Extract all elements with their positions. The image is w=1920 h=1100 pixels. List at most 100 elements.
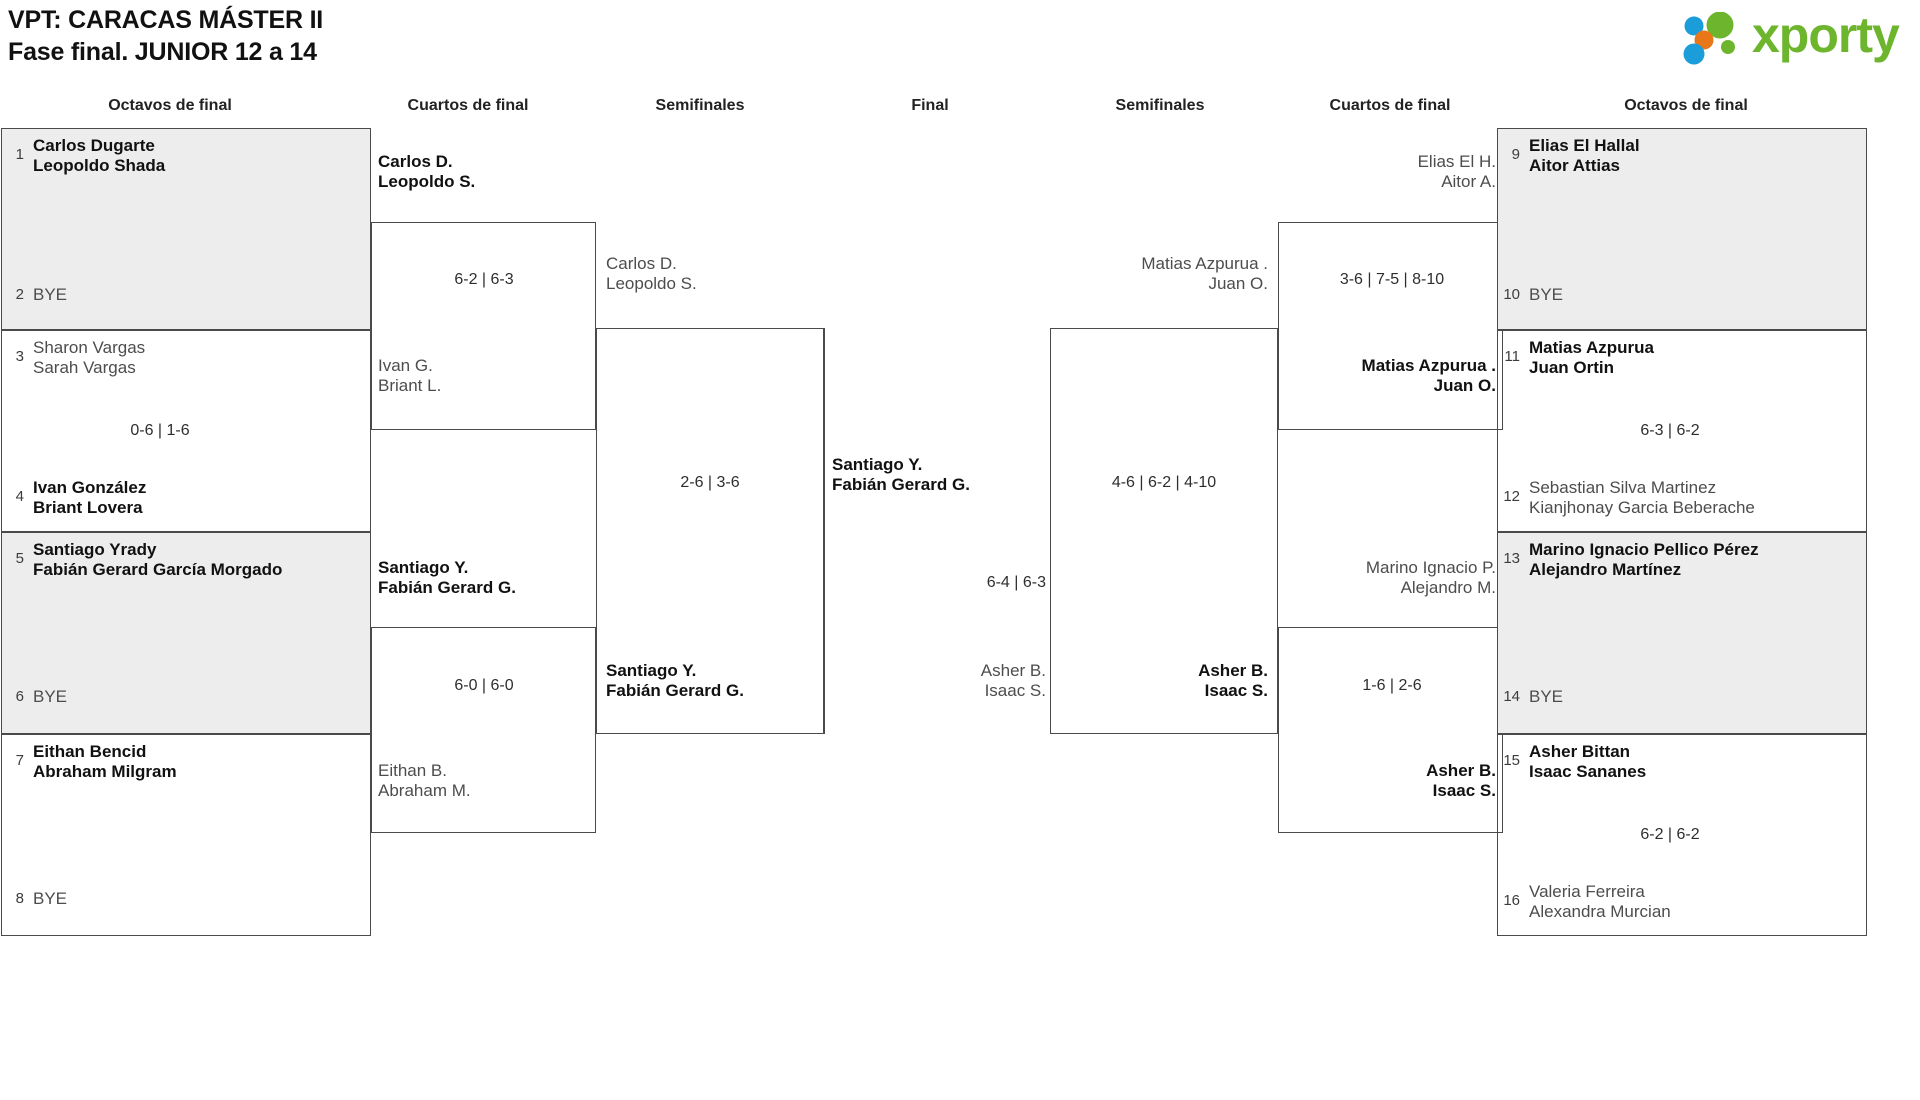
- semis-entry-left-2[interactable]: Santiago Y. Fabián Gerard G.: [606, 661, 744, 700]
- cuartos-entry-left-4[interactable]: Eithan B. Abraham M.: [378, 761, 471, 800]
- octavos-box-3-4[interactable]: [1, 330, 371, 532]
- xporty-logo[interactable]: xporty: [1680, 7, 1910, 68]
- tournament-title: VPT: CARACAS MÁSTER II: [8, 6, 324, 34]
- player-name: Isaac S.: [984, 680, 1046, 700]
- seed-number: 3: [15, 348, 24, 365]
- octavos-entry-1[interactable]: 1 Carlos Dugarte Leopoldo Shada: [5, 136, 166, 175]
- octavos-box-5-6[interactable]: [1, 532, 371, 734]
- octavos-entry-11[interactable]: 11 Matias Azpurua Juan Ortin: [1501, 338, 1654, 377]
- seed-number: 16: [1503, 892, 1520, 909]
- column-header-final: Final: [911, 97, 949, 114]
- semis-entry-right-2[interactable]: Asher B. Isaac S.: [1060, 661, 1268, 700]
- semis-score-right: 4-6 | 6-2 | 4-10: [1111, 474, 1217, 491]
- octavos-entry-12[interactable]: 12 Sebastian Silva Martinez Kianjhonay G…: [1501, 478, 1755, 517]
- cuartos-score-left-top: 6-2 | 6-3: [454, 271, 514, 288]
- cuartos-box-left-bottom[interactable]: [371, 627, 596, 833]
- seed-number: 4: [15, 488, 24, 505]
- octavos-entry-9[interactable]: 9 Elias El Hallal Aitor Attias: [1501, 136, 1640, 175]
- player-name: Abraham Milgram: [33, 761, 177, 781]
- octavos-entry-8[interactable]: 8 BYE: [5, 889, 67, 909]
- player-name: Santiago Y.: [378, 558, 469, 577]
- player-name: Santiago Y.: [606, 661, 697, 680]
- player-name: Matias Azpurua .: [1361, 356, 1496, 375]
- cuartos-box-right-top[interactable]: [1278, 222, 1503, 430]
- octavos-box-13-14[interactable]: [1497, 532, 1867, 734]
- player-name: Alexandra Murcian: [1529, 901, 1671, 921]
- octavos-entry-7[interactable]: 7 Eithan Bencid Abraham Milgram: [5, 742, 177, 781]
- player-name: Sebastian Silva Martinez: [1529, 478, 1717, 497]
- player-name: Carlos D.: [606, 254, 677, 273]
- player-name: Alejandro Martínez: [1529, 559, 1682, 579]
- octavos-entry-5[interactable]: 5 Santiago Yrady Fabián Gerard García Mo…: [5, 540, 283, 579]
- player-name: Valeria Ferreira: [1529, 882, 1645, 901]
- cuartos-entry-right-1[interactable]: Elias El H. Aitor A.: [1288, 152, 1496, 191]
- player-name: Leopoldo Shada: [33, 155, 166, 175]
- octavos-entry-15[interactable]: 15 Asher Bittan Isaac Sananes: [1501, 742, 1646, 781]
- octavos-entry-3[interactable]: 3 Sharon Vargas Sarah Vargas: [5, 338, 146, 377]
- octavos-entry-4[interactable]: 4 Ivan González Briant Lovera: [5, 478, 147, 517]
- player-name: Asher B.: [1426, 761, 1496, 780]
- player-name: Fabián Gerard G.: [606, 680, 744, 700]
- player-name: Elias El Hallal: [1529, 136, 1640, 155]
- player-name: Abraham M.: [378, 780, 471, 800]
- octavos-entry-13[interactable]: 13 Marino Ignacio Pellico Pérez Alejandr…: [1501, 540, 1758, 579]
- player-name: Sarah Vargas: [33, 357, 136, 377]
- seed-number: 2: [15, 286, 24, 303]
- player-name: Ivan González: [33, 478, 147, 497]
- column-header-cuartos-left: Cuartos de final: [407, 97, 529, 114]
- cuartos-entry-left-2[interactable]: Ivan G. Briant L.: [378, 356, 441, 395]
- octavos-entry-14[interactable]: 14 BYE: [1501, 687, 1563, 707]
- semis-box-left[interactable]: [596, 328, 824, 734]
- player-name: Asher B.: [980, 661, 1046, 680]
- player-name: Isaac S.: [1204, 680, 1268, 700]
- final-score: 6-4 | 6-3: [986, 574, 1046, 591]
- column-header-semis-right: Semifinales: [1115, 97, 1205, 114]
- player-name: Matias Azpurua: [1529, 338, 1655, 357]
- column-header-octavos-right: Octavos de final: [1624, 97, 1748, 114]
- octavos-box-11-12[interactable]: [1497, 330, 1867, 532]
- semis-entry-right-1[interactable]: Matias Azpurua . Juan O.: [1060, 254, 1268, 293]
- cuartos-entry-right-4[interactable]: Asher B. Isaac S.: [1288, 761, 1496, 800]
- bye-label: BYE: [1529, 687, 1564, 706]
- seed-number: 8: [15, 890, 24, 907]
- octavos-box-9-10[interactable]: [1497, 128, 1867, 330]
- seed-number: 7: [15, 752, 24, 769]
- octavos-entry-16[interactable]: 16 Valeria Ferreira Alexandra Murcian: [1501, 882, 1671, 921]
- player-name: Carlos Dugarte: [33, 136, 155, 155]
- player-name: Aitor Attias: [1529, 155, 1620, 175]
- player-name: Matias Azpurua .: [1141, 254, 1268, 273]
- cuartos-entry-left-1[interactable]: Carlos D. Leopoldo S.: [378, 152, 475, 191]
- player-name: Juan O.: [1208, 273, 1268, 293]
- octavos-box-7-8[interactable]: [1, 734, 371, 936]
- cuartos-score-right-top: 3-6 | 7-5 | 8-10: [1339, 271, 1445, 288]
- player-name: Juan O.: [1433, 375, 1496, 395]
- column-header-octavos-left: Octavos de final: [108, 97, 232, 114]
- cuartos-box-left-top[interactable]: [371, 222, 596, 430]
- bye-label: BYE: [33, 687, 68, 706]
- octavos-entry-10[interactable]: 10 BYE: [1501, 285, 1563, 305]
- player-name: Kianjhonay Garcia Beberache: [1529, 497, 1755, 517]
- player-name: Juan Ortin: [1529, 357, 1615, 377]
- player-name: Ivan G.: [378, 356, 433, 375]
- octavos-entry-6[interactable]: 6 BYE: [5, 687, 67, 707]
- octavos-score-15-16: 6-2 | 6-2: [1640, 826, 1700, 843]
- player-name: Sharon Vargas: [33, 338, 146, 357]
- seed-number: 10: [1503, 286, 1520, 303]
- bye-label: BYE: [33, 889, 68, 908]
- player-name: Elias El H.: [1417, 152, 1496, 171]
- final-entry-bottom[interactable]: Asher B. Isaac S.: [838, 661, 1046, 700]
- player-name: Santiago Y.: [832, 455, 923, 474]
- semis-entry-left-1[interactable]: Carlos D. Leopoldo S.: [606, 254, 697, 293]
- octavos-entry-2[interactable]: 2 BYE: [5, 285, 67, 305]
- cuartos-entry-right-3[interactable]: Marino Ignacio P. Alejandro M.: [1288, 558, 1496, 597]
- final-entry-top[interactable]: Santiago Y. Fabián Gerard G.: [832, 455, 970, 494]
- cuartos-entry-left-3[interactable]: Santiago Y. Fabián Gerard G.: [378, 558, 516, 597]
- octavos-box-1-2[interactable]: [1, 128, 371, 330]
- player-name: Leopoldo S.: [606, 273, 697, 293]
- octavos-box-15-16[interactable]: [1497, 734, 1867, 936]
- cuartos-entry-right-2[interactable]: Matias Azpurua . Juan O.: [1288, 356, 1496, 395]
- semis-box-right[interactable]: [1050, 328, 1278, 734]
- octavos-score-3-4: 0-6 | 1-6: [130, 422, 190, 439]
- cuartos-box-right-bottom[interactable]: [1278, 627, 1503, 833]
